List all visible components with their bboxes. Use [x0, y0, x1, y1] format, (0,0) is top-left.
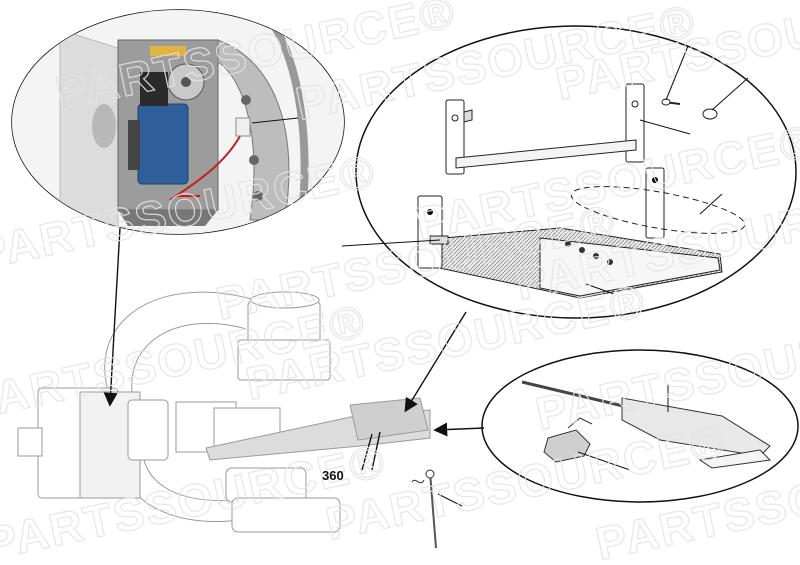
- leader-line-plate-arm: [341, 239, 441, 247]
- detector-top: [250, 291, 320, 309]
- leader-line-plate: [585, 283, 615, 295]
- leader-line-nut: [711, 77, 749, 111]
- arrow-bracket-to-tray: [404, 311, 467, 413]
- part-callout-label: 360: [322, 468, 344, 483]
- motor-connector: [128, 120, 140, 170]
- plate-left-arm: [417, 195, 443, 269]
- rail-clip-detail: [481, 349, 799, 503]
- bracket-exploded-detail: [341, 25, 797, 319]
- u-bracket: [445, 83, 645, 175]
- c-arm-assembly: [17, 291, 431, 533]
- terminal-block: [235, 117, 251, 137]
- warning-label: [150, 46, 186, 56]
- mounting-plate: [417, 167, 723, 299]
- drive-motor: [137, 103, 189, 185]
- screw-and-washer: [661, 98, 718, 120]
- hex-nut: [702, 108, 718, 120]
- leader-line-ellipse: [699, 193, 723, 215]
- plate-right-arm: [645, 167, 665, 239]
- arrow-rail-to-tray: [433, 422, 485, 437]
- detail-arrows: [103, 227, 485, 471]
- leader-line-rod: [437, 493, 463, 507]
- door-knob: [92, 104, 116, 148]
- arrow-motor-to-base: [103, 227, 121, 407]
- gantry-hub: [127, 399, 169, 461]
- leader-line-screw: [665, 45, 689, 101]
- power-cable: [169, 127, 245, 201]
- leader-line-terminal: [251, 117, 299, 124]
- guide-rod: [521, 380, 641, 412]
- leader-line-clip: [577, 451, 631, 471]
- callout-line-360-b: [371, 431, 381, 471]
- detector-base: [237, 339, 331, 381]
- leader-line-u-bracket: [639, 119, 691, 135]
- motor-compartment-detail: [11, 9, 345, 235]
- callout-line-360-a: [361, 433, 373, 471]
- detail-highlight-ellipse: [570, 186, 746, 234]
- motor-brake: [140, 72, 168, 106]
- support-rod: [411, 469, 463, 549]
- tube-housing: [231, 497, 341, 533]
- base-handle: [17, 427, 43, 457]
- spring-clip: [543, 429, 591, 463]
